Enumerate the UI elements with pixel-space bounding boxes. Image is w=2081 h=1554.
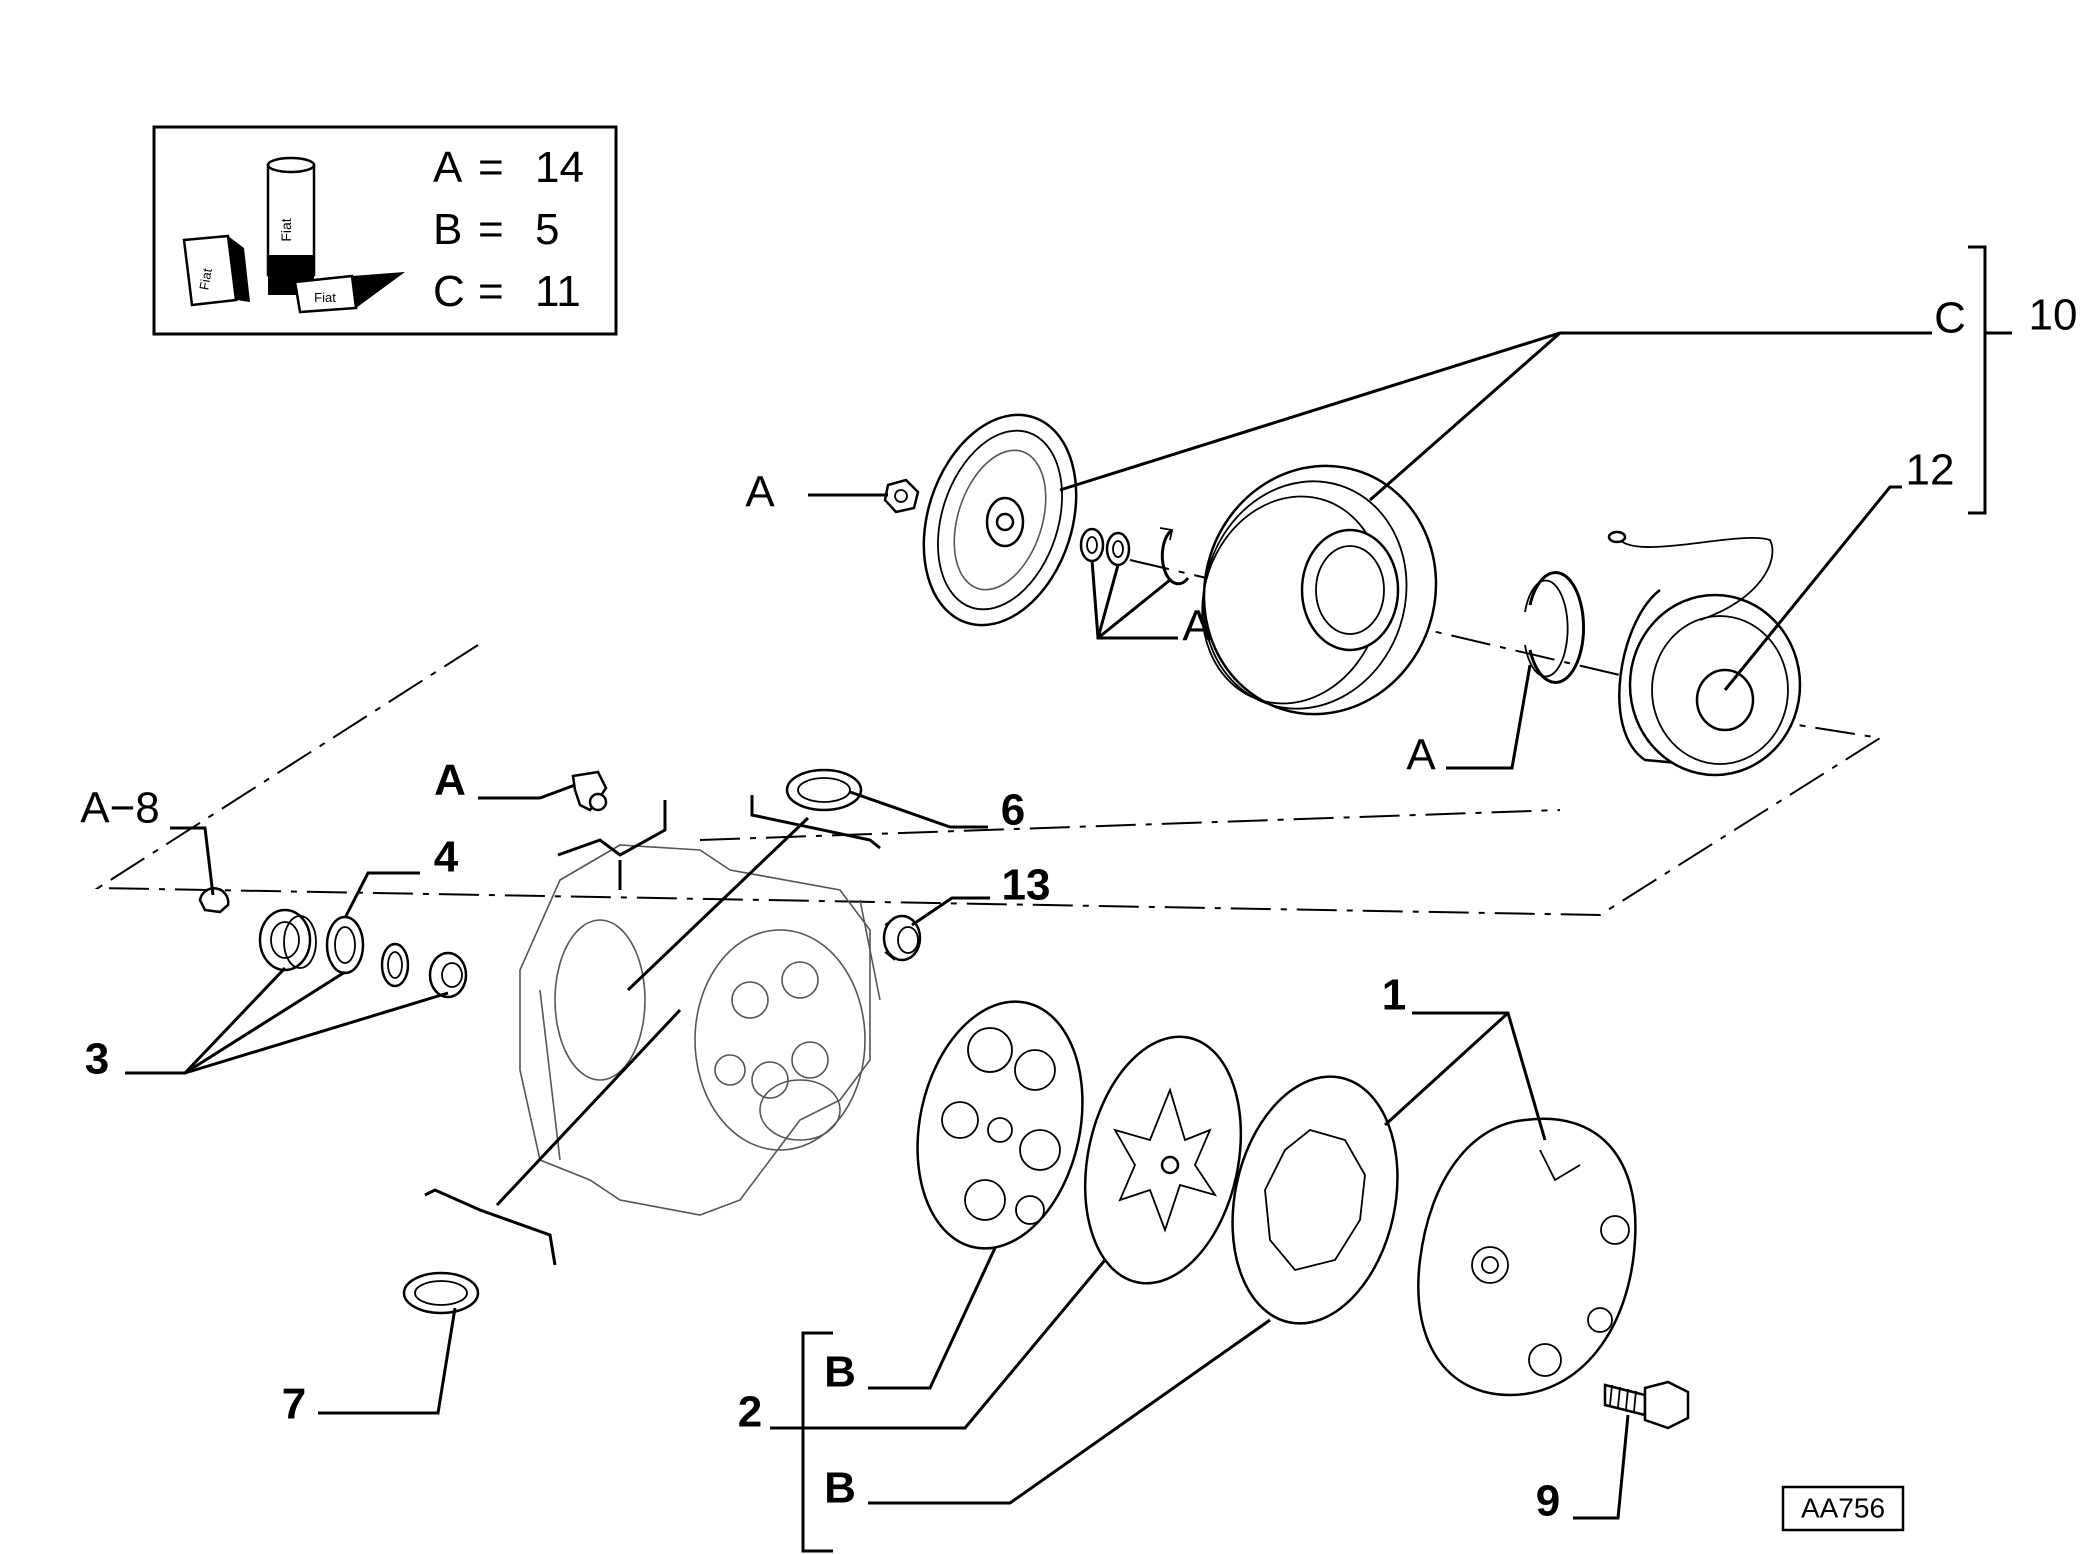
shim-rings-part: [1079, 527, 1190, 586]
compressor-body: [519, 844, 881, 1216]
legend-eq-a: =: [478, 143, 504, 192]
clutch-front-plate: [922, 413, 1078, 627]
clutch-coil-part: [1607, 530, 1802, 777]
label-7: 7: [282, 1380, 306, 1429]
part-labels: A C 10 12 A A A A−8 6 4 13 3 1 B 2 7 B 9: [80, 291, 2077, 1526]
leader-lines: [125, 331, 1932, 1520]
legend-row-c: C = 11: [433, 267, 581, 316]
bolt-part: [1603, 1380, 1690, 1430]
assembly-boundary: [94, 644, 1883, 917]
valve-plate-part: [1083, 1035, 1243, 1285]
reference-code: AA756: [1801, 1492, 1885, 1523]
legend-key-b: B: [433, 205, 462, 254]
legend-value-c: 11: [535, 267, 581, 316]
valve-plate-gasket-lower: [1231, 1075, 1399, 1325]
legend-eq-c: =: [478, 267, 504, 316]
label-12: 12: [1906, 446, 1955, 495]
cylinder-head-part: [1417, 1117, 1637, 1397]
ring-6-bracket-line: [750, 795, 881, 850]
fiat-lubricant-icon: Fiat Fiat Fiat: [182, 156, 405, 314]
legend-box: Fiat Fiat Fiat A = 14 B = 5 C = 11: [152, 125, 618, 336]
o-ring-7-part: [402, 1271, 480, 1315]
legend-value-a: 14: [535, 143, 584, 192]
fitting-13-part: [882, 914, 922, 962]
label-9: 9: [1536, 1477, 1560, 1526]
label-a-snap-ring: A: [1406, 731, 1436, 780]
label-1: 1: [1382, 971, 1406, 1020]
label-c: C: [1934, 294, 1966, 343]
pulley-part: [1201, 464, 1438, 716]
label-a-nut: A: [745, 468, 775, 517]
legend-key-a: A: [433, 143, 463, 192]
legend-row-b: B = 5: [433, 205, 559, 254]
legend-key-c: C: [433, 267, 465, 316]
valve-bracket-line: [557, 800, 667, 857]
label-6: 6: [1001, 786, 1025, 835]
label-a-rings: A: [1182, 602, 1212, 651]
o-ring-6-part: [785, 768, 863, 812]
legend-eq-b: =: [478, 205, 504, 254]
service-valve-parts: [198, 887, 468, 999]
pressure-valve-part: [571, 770, 608, 812]
label-10: 10: [2029, 291, 2078, 340]
label-b-upper: B: [824, 1348, 856, 1397]
ring-7-bracket-line: [424, 1188, 557, 1266]
valve-axis-line: [699, 809, 1561, 841]
valve-plate-gasket-upper: [916, 1000, 1084, 1250]
label-a-valve: A: [434, 756, 466, 805]
label-3: 3: [85, 1035, 109, 1084]
tube-brand-text: Fiat: [314, 290, 336, 305]
bracket-10: [1968, 245, 2012, 515]
legend-value-b: 5: [535, 205, 559, 254]
label-4: 4: [434, 833, 459, 882]
nut-part: [883, 478, 920, 514]
label-2: 2: [738, 1388, 762, 1437]
box-brand-text: Fiat: [196, 267, 215, 291]
label-a-8: A−8: [80, 784, 160, 833]
label-13: 13: [1002, 861, 1051, 910]
reference-code-box: AA756: [1781, 1485, 1905, 1532]
can-brand-text: Fiat: [278, 218, 294, 241]
legend-row-a: A = 14: [433, 143, 584, 192]
label-b-lower: B: [824, 1464, 856, 1513]
snap-ring-part: [1524, 571, 1586, 684]
